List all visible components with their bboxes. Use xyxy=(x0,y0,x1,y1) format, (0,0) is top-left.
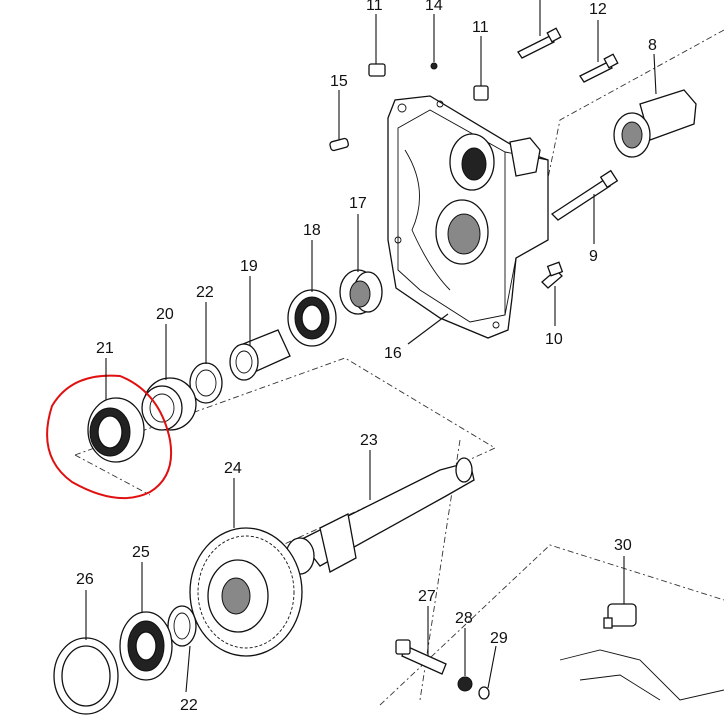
label-19: 19 xyxy=(240,258,258,275)
bearing-18 xyxy=(287,289,337,347)
gear-24 xyxy=(189,527,303,657)
bearing-25 xyxy=(119,611,173,681)
clutch-hub-21 xyxy=(46,374,172,500)
label-20: 20 xyxy=(156,306,174,323)
label-27: 27 xyxy=(418,588,436,605)
small-fittings xyxy=(329,62,489,152)
ring-20 xyxy=(141,377,197,431)
label-9: 9 xyxy=(589,248,598,265)
label-11-left: 11 xyxy=(366,0,383,14)
clip-29 xyxy=(478,686,490,700)
plug-30 xyxy=(603,603,637,629)
pin-27 xyxy=(395,639,447,675)
shaft-23 xyxy=(285,457,475,575)
label-17: 17 xyxy=(349,195,367,212)
bolts xyxy=(517,27,619,289)
gear-housing xyxy=(387,95,549,339)
label-16: 16 xyxy=(384,345,402,362)
washer-28 xyxy=(457,676,473,692)
label-26: 26 xyxy=(76,571,94,588)
label-28: 28 xyxy=(455,610,473,627)
label-22-lower: 22 xyxy=(180,697,198,714)
label-14: 14 xyxy=(425,0,443,14)
label-18: 18 xyxy=(303,222,321,239)
bearing-17 xyxy=(339,269,383,315)
washer-22b xyxy=(167,605,197,647)
label-29: 29 xyxy=(490,630,508,647)
label-15: 15 xyxy=(330,73,348,90)
label-12: 12 xyxy=(589,1,607,18)
part-labels: 11 14 11 12 8 15 17 9 18 19 22 20 10 21 … xyxy=(76,0,657,714)
seal-26 xyxy=(53,637,119,715)
label-24: 24 xyxy=(224,460,242,477)
leader-lines xyxy=(85,0,657,693)
lower-right-housing-fragment xyxy=(559,649,724,701)
label-22-upper: 22 xyxy=(196,284,214,301)
label-21: 21 xyxy=(96,340,114,357)
label-8: 8 xyxy=(648,37,657,54)
label-11-right: 11 xyxy=(472,19,489,36)
label-30: 30 xyxy=(614,537,632,554)
sleeve-part-8 xyxy=(613,89,697,158)
label-25: 25 xyxy=(132,544,150,561)
label-23: 23 xyxy=(360,432,378,449)
label-10: 10 xyxy=(545,331,563,348)
spacer-19 xyxy=(229,329,291,381)
